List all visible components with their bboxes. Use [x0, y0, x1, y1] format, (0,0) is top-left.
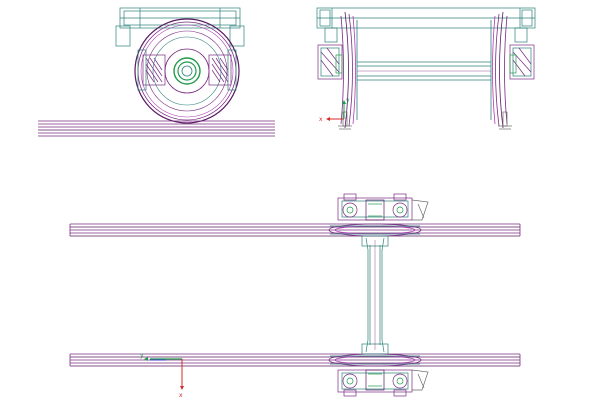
top-axis-y-label: y	[140, 352, 144, 359]
top-axle-box-lower	[337, 369, 429, 397]
front-axle-box-left	[317, 44, 343, 80]
top-rail-lower	[69, 353, 521, 367]
side-axle-box-right	[208, 49, 237, 91]
front-frame	[316, 7, 536, 43]
side-axle-box-left	[137, 49, 166, 91]
front-axis-x-label: x	[319, 116, 323, 123]
top-wheel-lower	[328, 353, 422, 367]
front-view: x y	[316, 7, 536, 130]
top-axis-x-label: x	[179, 392, 183, 399]
top-rail-upper	[69, 223, 521, 237]
front-axle-box-right	[509, 44, 535, 80]
top-axis-triad: x y	[140, 352, 184, 399]
side-rail	[38, 120, 275, 137]
front-wheel-left	[340, 11, 358, 129]
top-axle-box-upper	[337, 193, 429, 221]
front-feet	[338, 111, 512, 130]
front-wheel-right	[490, 11, 508, 129]
side-view	[38, 7, 275, 137]
front-axis-triad: x y	[319, 97, 350, 123]
side-frame	[115, 7, 245, 47]
top-axle	[361, 235, 389, 355]
top-view: x y	[69, 193, 521, 399]
front-axis-y-label: y	[346, 97, 350, 104]
front-axle	[357, 61, 491, 81]
